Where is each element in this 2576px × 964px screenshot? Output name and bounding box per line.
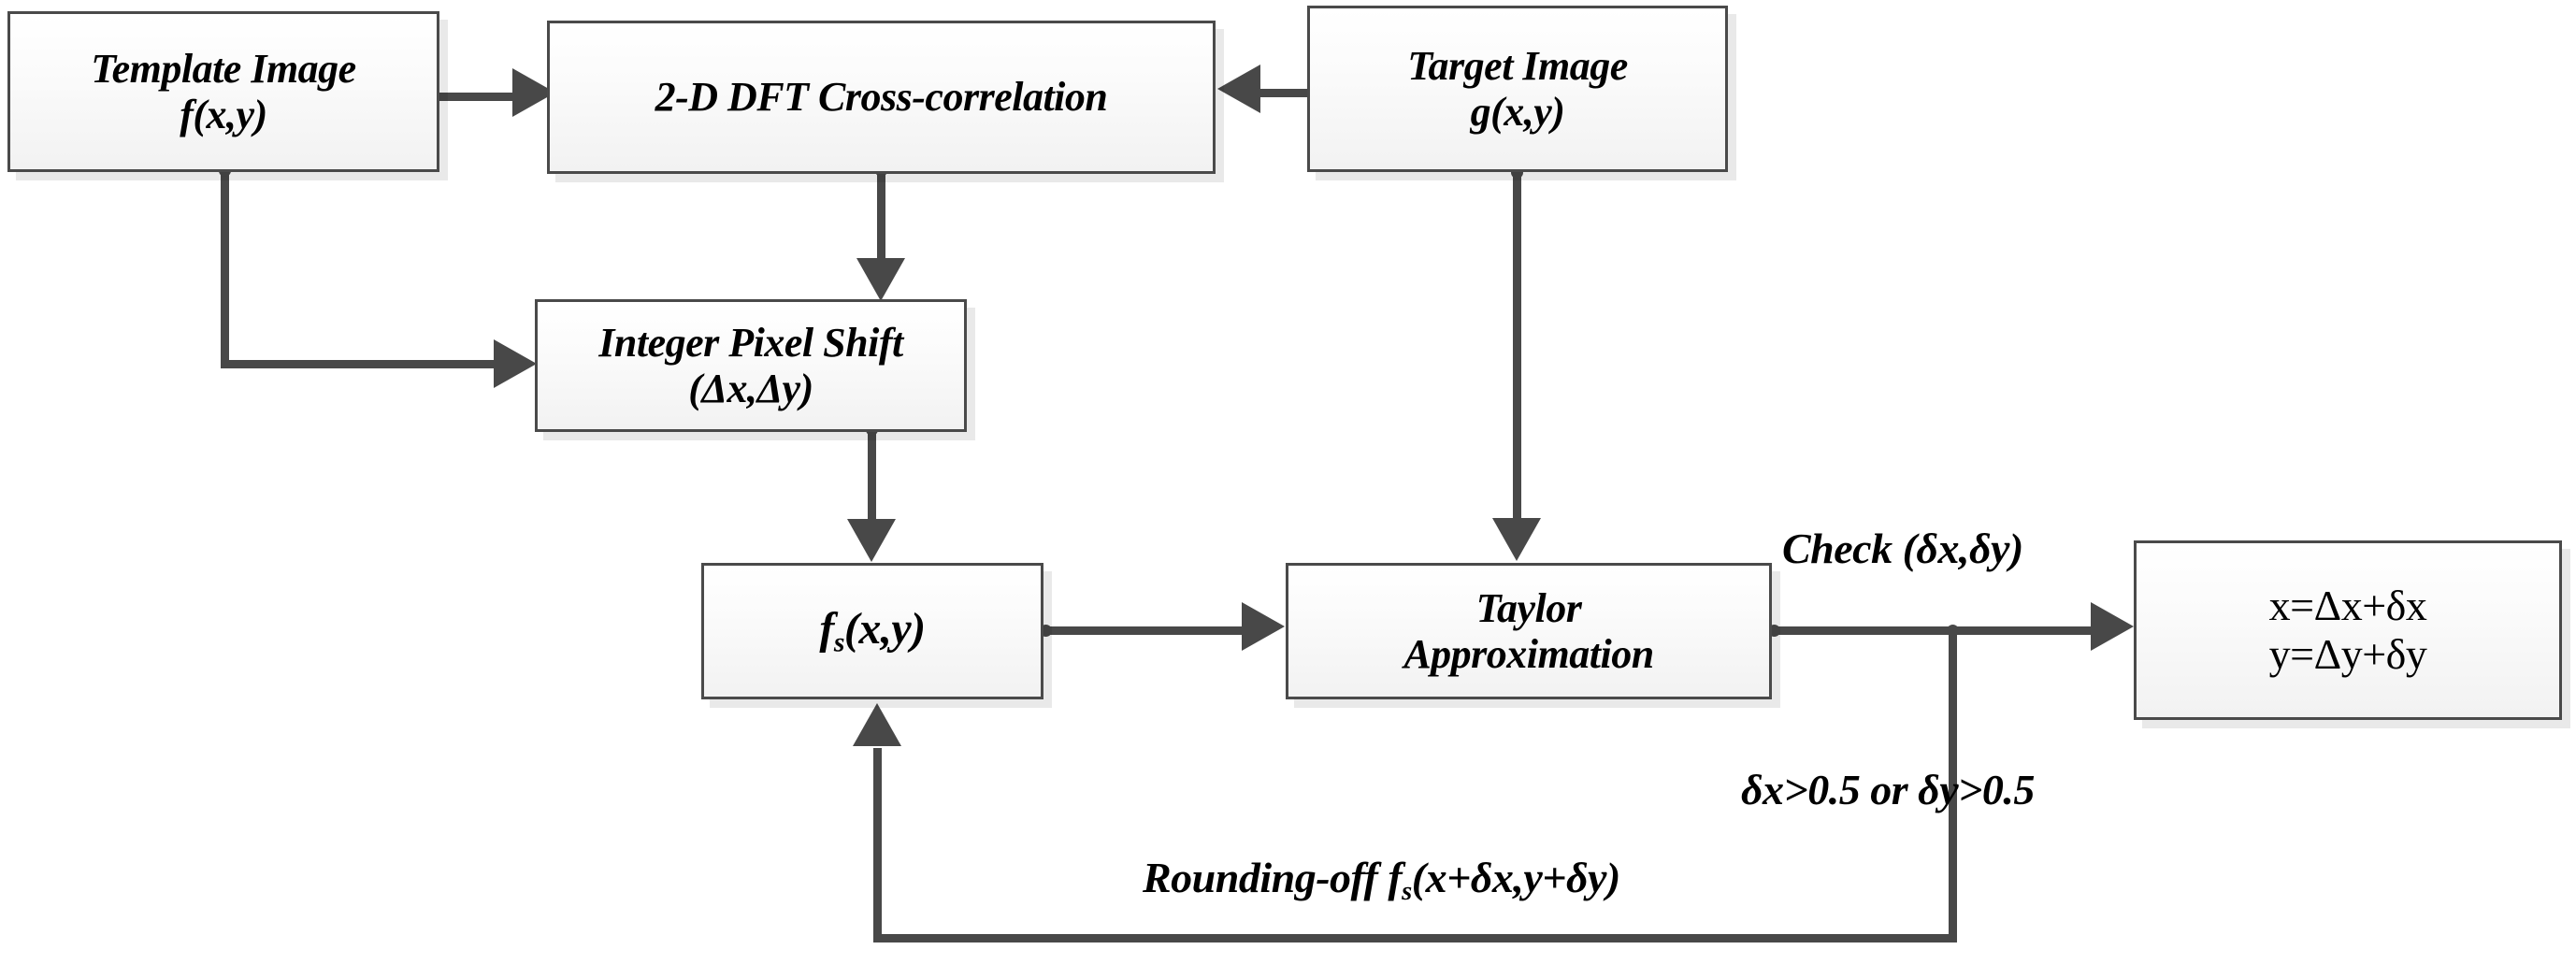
connector-ips-to-fs bbox=[868, 425, 876, 523]
arrowhead-target-to-taylor bbox=[1492, 518, 1541, 561]
node-template-image-line1: Template Image bbox=[91, 45, 356, 92]
arrowhead-dft-to-ips bbox=[856, 258, 905, 301]
node-shifted-function-symbol: f bbox=[819, 604, 834, 655]
edge-label-rounding-post: (x+δx,y+δy) bbox=[1411, 854, 1621, 901]
connector-template-elbow-vertical bbox=[221, 166, 229, 368]
node-shifted-function[interactable]: fs(x,y) bbox=[701, 563, 1043, 699]
node-shifted-function-subscript: s bbox=[833, 626, 845, 658]
edge-label-rounding-pre: Rounding-off f bbox=[1143, 854, 1403, 901]
node-taylor-approximation[interactable]: Taylor Approximation bbox=[1286, 563, 1772, 699]
node-shifted-function-args: (x,y) bbox=[843, 604, 926, 655]
connector-feedback-vertical-right bbox=[1949, 626, 1957, 942]
edge-label-condition: δx>0.5 or δy>0.5 bbox=[1741, 766, 2035, 813]
node-taylor-line2: Approximation bbox=[1403, 631, 1654, 677]
connector-target-to-dft bbox=[1260, 89, 1313, 97]
connector-feedback-vertical-left bbox=[873, 748, 882, 942]
connector-template-elbow-horizontal bbox=[221, 360, 496, 368]
node-template-image[interactable]: Template Image f(x,y) bbox=[7, 11, 439, 172]
arrowhead-taylor-to-result bbox=[2091, 602, 2134, 651]
arrowhead-feedback-to-fs bbox=[853, 703, 901, 746]
node-target-image[interactable]: Target Image g(x,y) bbox=[1307, 6, 1728, 172]
connector-feedback-horizontal-bottom bbox=[873, 934, 1957, 942]
edge-label-rounding-off: Rounding-off fs(x+δx,y+δy) bbox=[1143, 853, 1620, 907]
connector-dft-to-ips bbox=[877, 166, 885, 262]
connector-target-to-taylor bbox=[1513, 168, 1521, 522]
node-final-result-line2: y=Δy+δy bbox=[2268, 630, 2427, 678]
edge-label-check: Check (δx,δy) bbox=[1782, 525, 2023, 572]
arrowhead-template-to-ips bbox=[494, 339, 537, 388]
connector-fs-to-taylor bbox=[1042, 626, 1244, 635]
node-dft-cross-correlation[interactable]: 2-D DFT Cross-correlation bbox=[547, 21, 1216, 174]
arrowhead-fs-to-taylor bbox=[1242, 602, 1285, 651]
arrowhead-ips-to-fs bbox=[847, 519, 896, 562]
connector-template-to-dft bbox=[439, 93, 514, 101]
node-dft-label: 2-D DFT Cross-correlation bbox=[655, 74, 1108, 121]
node-final-result-line1: x=Δx+δx bbox=[2268, 582, 2427, 630]
node-template-image-line2: f(x,y) bbox=[180, 92, 267, 137]
node-taylor-line1: Taylor bbox=[1475, 584, 1582, 631]
node-integer-pixel-shift[interactable]: Integer Pixel Shift (Δx,Δy) bbox=[535, 299, 967, 432]
node-target-image-line1: Target Image bbox=[1407, 42, 1628, 89]
node-final-result[interactable]: x=Δx+δx y=Δy+δy bbox=[2134, 540, 2562, 720]
arrowhead-target-to-dft bbox=[1217, 65, 1260, 113]
edge-label-rounding-subscript: s bbox=[1402, 876, 1412, 906]
node-target-image-line2: g(x,y) bbox=[1470, 89, 1565, 135]
connector-taylor-to-result bbox=[1770, 626, 2092, 635]
node-integer-pixel-shift-label: Integer Pixel Shift (Δx,Δy) bbox=[598, 319, 903, 411]
